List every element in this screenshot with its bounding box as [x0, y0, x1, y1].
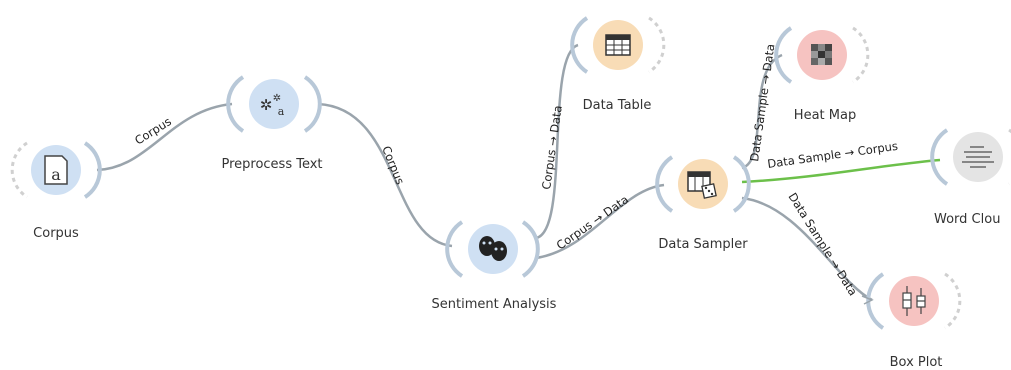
link-label-preprocess-sentiment: Corpus [379, 144, 407, 187]
arrowhead-icon [861, 295, 874, 305]
link-label-sampler-boxplot: Data Sample → Data [785, 190, 860, 298]
link-label-sentiment-sampler: Corpus → Data [554, 192, 631, 252]
node-label-data-sampler: Data Sampler [658, 237, 748, 252]
gears-icon: ✲ ✲ a [260, 93, 285, 118]
link-sampler-boxplot[interactable] [741, 196, 873, 302]
node-label-data-table: Data Table [582, 98, 652, 113]
table-dice-icon [687, 171, 717, 199]
node-word-cloud[interactable] [930, 128, 1011, 186]
node-label-word-cloud: Word Clou [934, 212, 1001, 227]
svg-text:✲: ✲ [273, 93, 281, 104]
link-label-corpus-preprocess: Corpus [132, 114, 174, 147]
node-label-heat-map: Heat Map [793, 108, 857, 123]
heatmap-icon [811, 44, 832, 65]
link-label-sentiment-datatable: Corpus → Data [539, 105, 565, 191]
table-icon [605, 34, 631, 56]
node-label-box-plot: Box Plot [889, 355, 943, 370]
node-preprocess-text[interactable]: ✲ ✲ a [226, 75, 322, 133]
node-label-preprocess-text: Preprocess Text [221, 157, 323, 172]
corpus-document-icon: a [44, 155, 68, 185]
svg-text:✲: ✲ [260, 96, 273, 114]
node-label-sentiment-analysis: Sentiment Analysis [431, 297, 557, 312]
link-label-sampler-heatmap: Data Sample → Data [747, 43, 777, 162]
link-corpus-preprocess[interactable] [96, 102, 233, 172]
node-box-plot[interactable] [866, 272, 962, 330]
node-data-table[interactable] [570, 16, 666, 74]
word-cloud-icon [962, 146, 994, 168]
node-data-sampler[interactable] [655, 155, 751, 213]
link-sampler-wordcloud[interactable] [741, 158, 941, 184]
link-preprocess-sentiment[interactable] [317, 102, 453, 248]
box-plot-icon [902, 286, 926, 316]
svg-text:a: a [278, 105, 285, 118]
node-sentiment-analysis[interactable] [445, 220, 540, 278]
node-heat-map[interactable] [774, 26, 870, 84]
node-label-corpus: Corpus [33, 226, 79, 241]
link-sentiment-sampler[interactable] [535, 183, 665, 260]
link-sentiment-datatable[interactable] [535, 43, 579, 240]
theater-masks-icon [479, 236, 507, 261]
svg-text:a: a [51, 165, 61, 184]
node-corpus[interactable]: a [10, 141, 102, 199]
link-sampler-heatmap[interactable] [741, 53, 783, 170]
